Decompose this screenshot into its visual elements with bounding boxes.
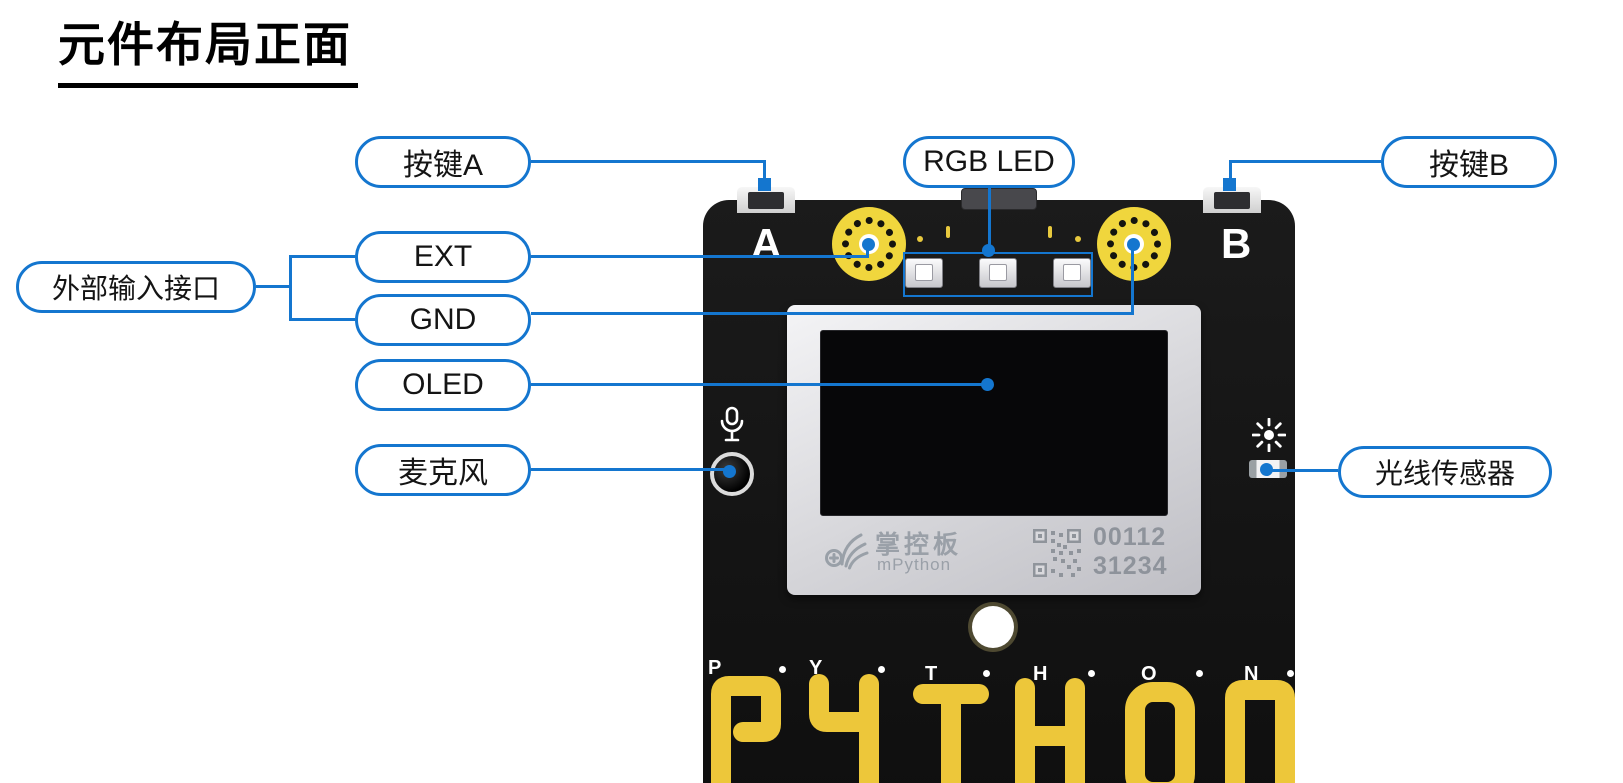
oled-module: 掌控板 mPython bbox=[787, 305, 1201, 595]
callout-dot-light-sensor bbox=[1260, 463, 1273, 476]
pad-dot bbox=[779, 666, 786, 673]
led-die bbox=[989, 264, 1007, 281]
callout-line-button-b bbox=[1232, 160, 1381, 163]
board-label-b: B bbox=[1221, 220, 1252, 267]
callout-line-button-a bbox=[531, 160, 766, 163]
callout-line-to-ext bbox=[289, 255, 355, 258]
mpython-logo-icon bbox=[825, 533, 869, 570]
qr-code-icon bbox=[1033, 529, 1081, 577]
rgb-led-bracket bbox=[903, 252, 1093, 297]
led-die bbox=[1063, 264, 1081, 281]
oled-screen bbox=[820, 330, 1168, 516]
silkscreen-mark bbox=[1048, 226, 1052, 238]
callout-line-ext bbox=[531, 255, 866, 258]
callout-rgb-led: RGB LED bbox=[903, 136, 1075, 188]
pad-dot bbox=[983, 670, 990, 677]
touch-pad-n bbox=[1225, 680, 1295, 783]
logo-text-en: mPython bbox=[877, 555, 952, 574]
callout-line-microphone bbox=[531, 468, 725, 471]
serial-number-line2: 31234 bbox=[1093, 552, 1168, 580]
rgb-led-2 bbox=[979, 258, 1017, 288]
button-b bbox=[1203, 187, 1261, 213]
callout-line-light-sensor bbox=[1271, 469, 1338, 472]
silkscreen-mark bbox=[917, 236, 923, 242]
callout-line-rgb-led bbox=[988, 188, 991, 250]
touch-pad-label-t: T bbox=[925, 663, 938, 685]
rgb-led-3 bbox=[1053, 258, 1091, 288]
callout-line-to-gnd bbox=[289, 318, 355, 321]
light-sensor-icon bbox=[1252, 418, 1286, 452]
touch-pad-y bbox=[809, 674, 879, 783]
callout-button-a: 按键A bbox=[355, 136, 531, 188]
callout-light-sensor: 光线传感器 bbox=[1338, 446, 1552, 498]
microphone-component bbox=[710, 452, 754, 496]
callout-line-external-input bbox=[256, 285, 292, 288]
rgb-led-1 bbox=[905, 258, 943, 288]
callout-marker-button-b bbox=[1223, 178, 1236, 191]
pad-dot bbox=[1088, 670, 1095, 677]
callout-dot-gnd bbox=[1127, 238, 1140, 251]
logo-text-cn: 掌控板 bbox=[875, 531, 963, 559]
touch-pad-label-o: O bbox=[1141, 663, 1157, 685]
silkscreen-mark bbox=[946, 226, 950, 238]
callout-button-b: 按键B bbox=[1381, 136, 1557, 188]
button-a bbox=[737, 187, 795, 213]
callout-line-external-input bbox=[289, 255, 292, 321]
callout-gnd: GND bbox=[355, 294, 531, 346]
callout-oled: OLED bbox=[355, 359, 531, 411]
touch-pad-p bbox=[711, 676, 781, 783]
touch-pad-label-n: N bbox=[1244, 663, 1259, 685]
touch-pad-h bbox=[1015, 678, 1085, 783]
page-title: 元件布局正面 bbox=[58, 6, 358, 88]
callout-line-button-b bbox=[1229, 160, 1232, 190]
mounting-hole bbox=[972, 606, 1014, 648]
led-die bbox=[915, 264, 933, 281]
pad-dot bbox=[1196, 670, 1203, 677]
callout-marker-button-a bbox=[758, 178, 771, 191]
callout-dot-ext bbox=[862, 238, 875, 251]
silkscreen-mark bbox=[1075, 236, 1081, 242]
touch-pad-label-y: Y bbox=[809, 657, 823, 679]
touch-pad-label-h: H bbox=[1033, 663, 1048, 685]
ring-perforation-icon bbox=[1107, 217, 1161, 271]
callout-line-gnd bbox=[531, 312, 1132, 315]
callout-dot-rgb-led bbox=[982, 244, 995, 257]
callout-microphone: 麦克风 bbox=[355, 444, 531, 496]
pad-dot bbox=[878, 666, 885, 673]
callout-ext: EXT bbox=[355, 231, 531, 283]
mic-icon bbox=[720, 406, 744, 442]
touch-pad-o bbox=[1125, 682, 1195, 783]
serial-number-line1: 00112 bbox=[1093, 523, 1167, 551]
button-b-cap bbox=[1214, 192, 1250, 209]
callout-dot-microphone bbox=[723, 465, 736, 478]
callout-external-input: 外部输入接口 bbox=[16, 261, 256, 313]
callout-line-oled bbox=[531, 383, 986, 386]
board-label-a: A bbox=[751, 220, 782, 267]
usb-connector-icon bbox=[961, 188, 1037, 210]
ring-perforation-icon bbox=[842, 217, 896, 271]
callout-dot-oled bbox=[981, 378, 994, 391]
callout-line-ext bbox=[866, 244, 869, 258]
callout-line-button-a bbox=[763, 160, 766, 190]
pad-dot bbox=[1287, 670, 1294, 677]
button-a-cap bbox=[748, 192, 784, 209]
touch-pad-label-p: P bbox=[708, 657, 722, 679]
touch-pad-t bbox=[913, 684, 989, 783]
callout-line-gnd bbox=[1131, 246, 1134, 315]
